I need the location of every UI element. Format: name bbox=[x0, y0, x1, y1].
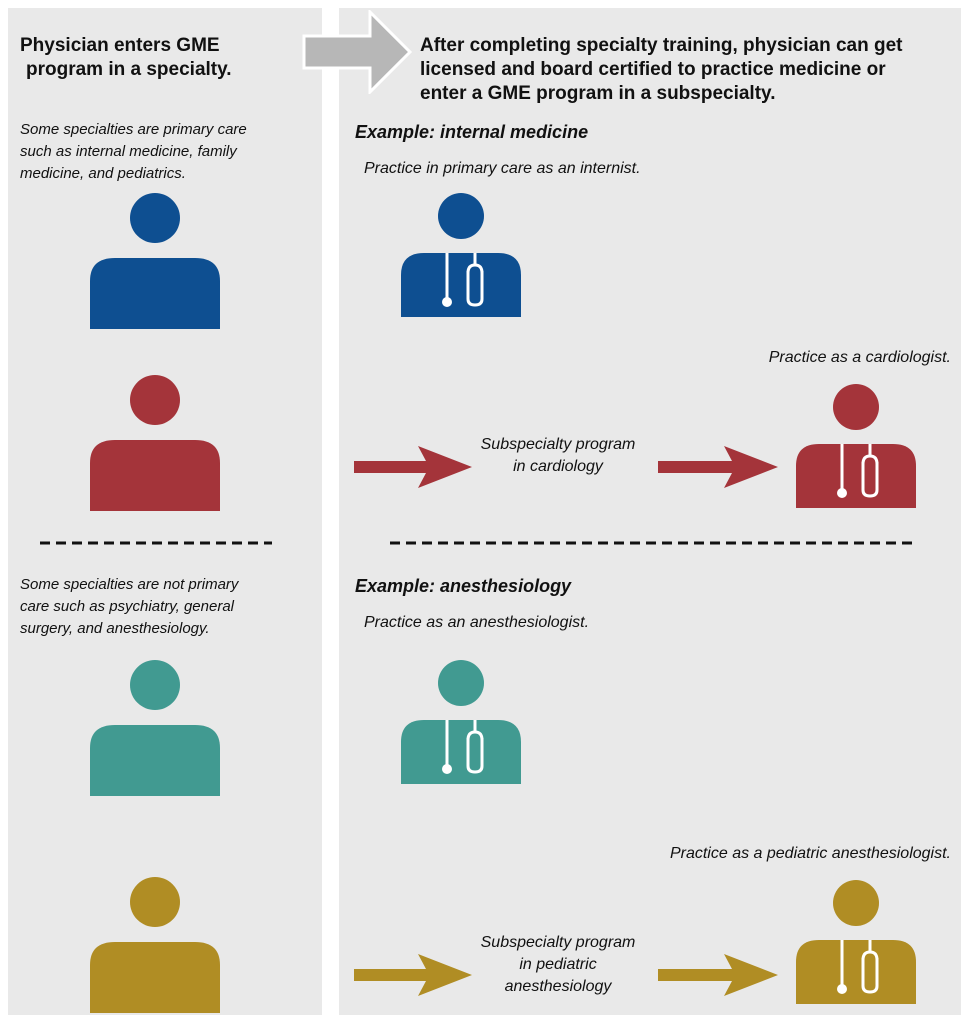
cardiology-caption-line: in cardiology bbox=[513, 458, 603, 475]
left-heading-line-2: program in a specialty. bbox=[26, 59, 232, 80]
primary-note-line: Some specialties are primary care bbox=[20, 121, 247, 138]
pediatric-anesthesiology-subspecialty-caption: Subspecialty program in pediatric anesth… bbox=[458, 932, 658, 998]
right-arrow-icon-gold-1 bbox=[354, 954, 472, 996]
left-heading: Physician enters GME program in a specia… bbox=[20, 34, 320, 82]
doctor-icon-teal bbox=[401, 660, 521, 784]
pediatric-caption-line: Subspecialty program bbox=[480, 934, 636, 951]
nonprimary-note-line: Some specialties are not primary bbox=[20, 576, 239, 593]
internist-caption: Practice in primary care as an internist… bbox=[364, 160, 641, 177]
right-heading-line: enter a GME program in a subspecialty. bbox=[420, 83, 776, 104]
person-icon-blue bbox=[90, 193, 220, 329]
cardiology-subspecialty-caption: Subspecialty program in cardiology bbox=[458, 434, 658, 478]
example-anesthesiology-title: Example: anesthesiology bbox=[355, 576, 572, 596]
person-icon-teal bbox=[90, 660, 220, 796]
left-panel bbox=[8, 8, 322, 1015]
right-arrow-icon-gold-2 bbox=[658, 954, 778, 996]
non-primary-care-note: Some specialties are not primary care su… bbox=[20, 574, 320, 640]
nonprimary-note-line: care such as psychiatry, general bbox=[20, 598, 234, 615]
right-heading-line: After completing specialty training, phy… bbox=[420, 35, 903, 56]
left-heading-line-1: Physician enters GME bbox=[20, 35, 220, 56]
right-arrow-icon-red-2 bbox=[658, 446, 778, 488]
doctor-icon-red bbox=[796, 384, 916, 508]
cardiology-caption-line: Subspecialty program bbox=[480, 436, 636, 453]
big-gray-arrow-icon bbox=[302, 10, 414, 94]
right-heading-line: licensed and board certified to practice… bbox=[420, 59, 886, 80]
pediatric-caption-line: anesthesiology bbox=[504, 978, 612, 995]
pediatric-caption-line: in pediatric bbox=[519, 956, 597, 973]
person-icon-gold bbox=[90, 877, 220, 1013]
nonprimary-note-line: surgery, and anesthesiology. bbox=[20, 620, 210, 637]
person-icon-red bbox=[90, 375, 220, 511]
doctor-icon-blue bbox=[401, 193, 521, 317]
left-dashed-divider bbox=[40, 540, 272, 546]
right-dashed-divider bbox=[390, 540, 912, 546]
primary-note-line: medicine, and pediatrics. bbox=[20, 165, 186, 182]
right-arrow-icon-red-1 bbox=[354, 446, 472, 488]
right-heading: After completing specialty training, phy… bbox=[420, 34, 950, 106]
right-panel bbox=[339, 8, 961, 1015]
primary-note-line: such as internal medicine, family bbox=[20, 143, 237, 160]
doctor-icon-gold bbox=[796, 880, 916, 1004]
anesthesiologist-caption: Practice as an anesthesiologist. bbox=[364, 614, 590, 631]
example-internal-medicine-title: Example: internal medicine bbox=[355, 122, 589, 142]
cardiologist-caption: Practice as a cardiologist. bbox=[768, 349, 951, 366]
primary-care-note: Some specialties are primary care such a… bbox=[20, 119, 320, 185]
pediatric-anesthesiologist-caption: Practice as a pediatric anesthesiologist… bbox=[669, 845, 951, 862]
